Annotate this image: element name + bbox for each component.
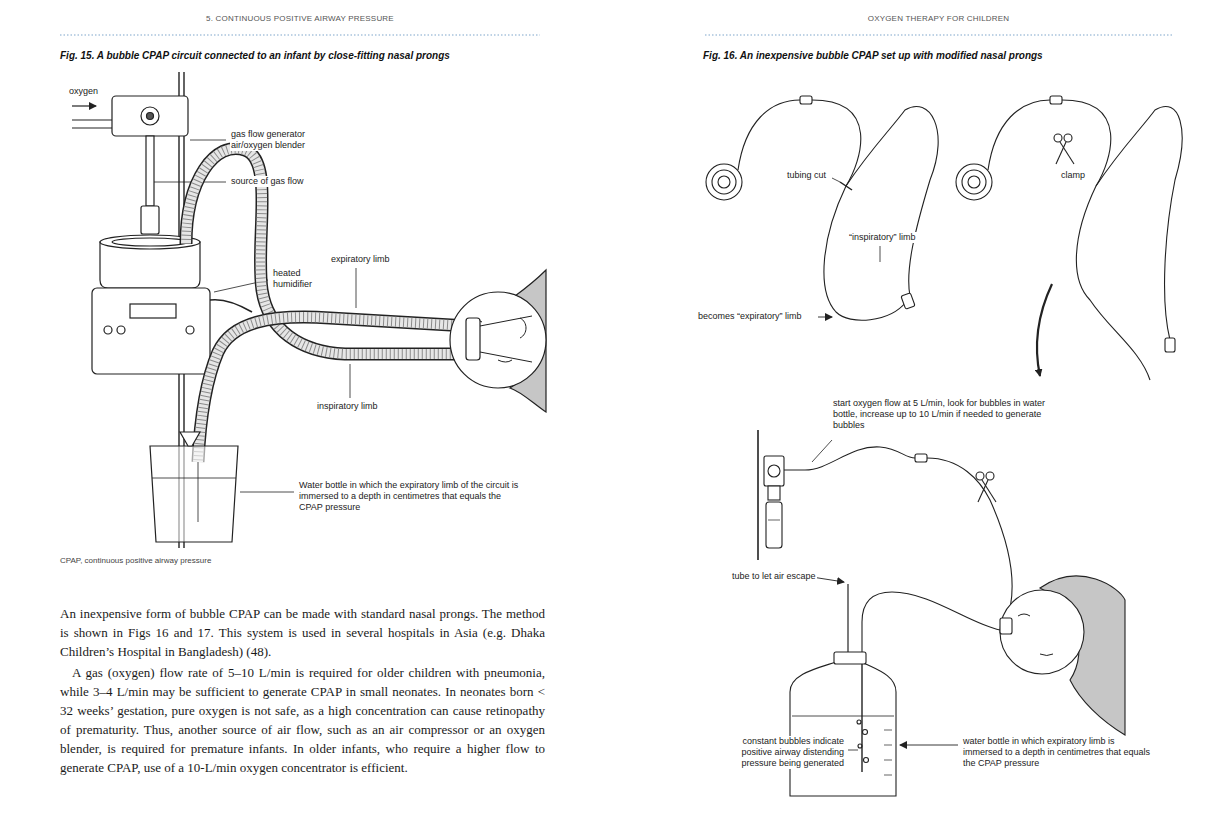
header-rule xyxy=(60,34,1172,35)
flow-stem xyxy=(146,136,154,206)
leader-line xyxy=(350,364,351,398)
oxygen-arrow xyxy=(72,105,96,106)
leader-line xyxy=(848,750,858,751)
part-note: constant bubbles indicate positive airwa… xyxy=(727,736,845,769)
heater-wire xyxy=(210,300,252,312)
leader-arrow xyxy=(818,317,832,318)
leader-line xyxy=(812,440,832,462)
nasal-cannula xyxy=(706,96,938,320)
part-label: inspiratory limb xyxy=(316,401,379,412)
abbreviation-note: CPAP, continuous positive airway pressur… xyxy=(60,556,360,565)
water-bottle xyxy=(150,446,238,542)
part-note: Water bottle in which the expiratory lim… xyxy=(298,480,528,513)
leader-arrow xyxy=(900,745,958,746)
body-paragraph: A gas (oxygen) flow rate of 5–10 L/min i… xyxy=(60,663,545,777)
part-label: gas flow generator air/oxygen blender xyxy=(230,129,325,151)
infant-head xyxy=(1000,590,1084,674)
humidifier-base xyxy=(92,288,210,374)
gas-flow-generator xyxy=(112,96,188,136)
part-label: becomes “expiratory” limb xyxy=(697,311,803,322)
running-header: 5. CONTINUOUS POSITIVE AIRWAY PRESSURE xyxy=(60,14,540,23)
running-header: OXYGEN THERAPY FOR CHILDREN xyxy=(705,14,1172,23)
part-label: tubing cut xyxy=(786,170,827,181)
part-note: water bottle in which expiratory limb is… xyxy=(962,736,1154,769)
figure-title: Fig. 16. An inexpensive bubble CPAP set … xyxy=(703,50,1183,61)
instruction-note: start oxygen flow at 5 L/min, look for b… xyxy=(832,398,1060,431)
part-label: tube to let air escape xyxy=(731,571,817,582)
leader-line xyxy=(240,492,294,493)
leader-line xyxy=(880,246,881,262)
body-paragraph: An inexpensive form of bubble CPAP can b… xyxy=(60,604,545,661)
part-label: “inspiratory” limb xyxy=(848,232,917,243)
leader-arrow xyxy=(812,577,844,582)
leader-line xyxy=(832,178,840,182)
nasal-cannula xyxy=(956,96,1182,380)
part-label: heated humidifier xyxy=(272,268,330,290)
part-label: expiratory limb xyxy=(330,254,391,265)
expiratory-tube xyxy=(198,317,468,462)
figure-title: Fig. 15. A bubble CPAP circuit connected… xyxy=(60,50,560,61)
leader-line xyxy=(356,268,357,308)
air-escape-tube xyxy=(847,584,848,662)
leader-line xyxy=(154,182,226,183)
part-label: source of gas flow xyxy=(230,176,305,187)
infant-head xyxy=(450,292,546,388)
humidifier-bottle xyxy=(766,502,782,548)
clamp-icon xyxy=(1054,134,1074,164)
cpap-circuit-figure xyxy=(72,72,546,548)
flowmeter xyxy=(764,456,784,486)
wall-pole xyxy=(757,430,759,560)
nasal-prongs xyxy=(1000,618,1012,634)
nasal-prongs xyxy=(466,318,480,360)
water-bottle xyxy=(790,662,896,796)
part-label: oxygen xyxy=(68,86,99,97)
curved-arrow xyxy=(1037,284,1052,376)
leader-line xyxy=(190,140,226,141)
clamp-icon xyxy=(976,472,996,502)
inexpensive-cpap-figure xyxy=(706,96,1182,796)
part-label: clamp xyxy=(1060,170,1086,181)
